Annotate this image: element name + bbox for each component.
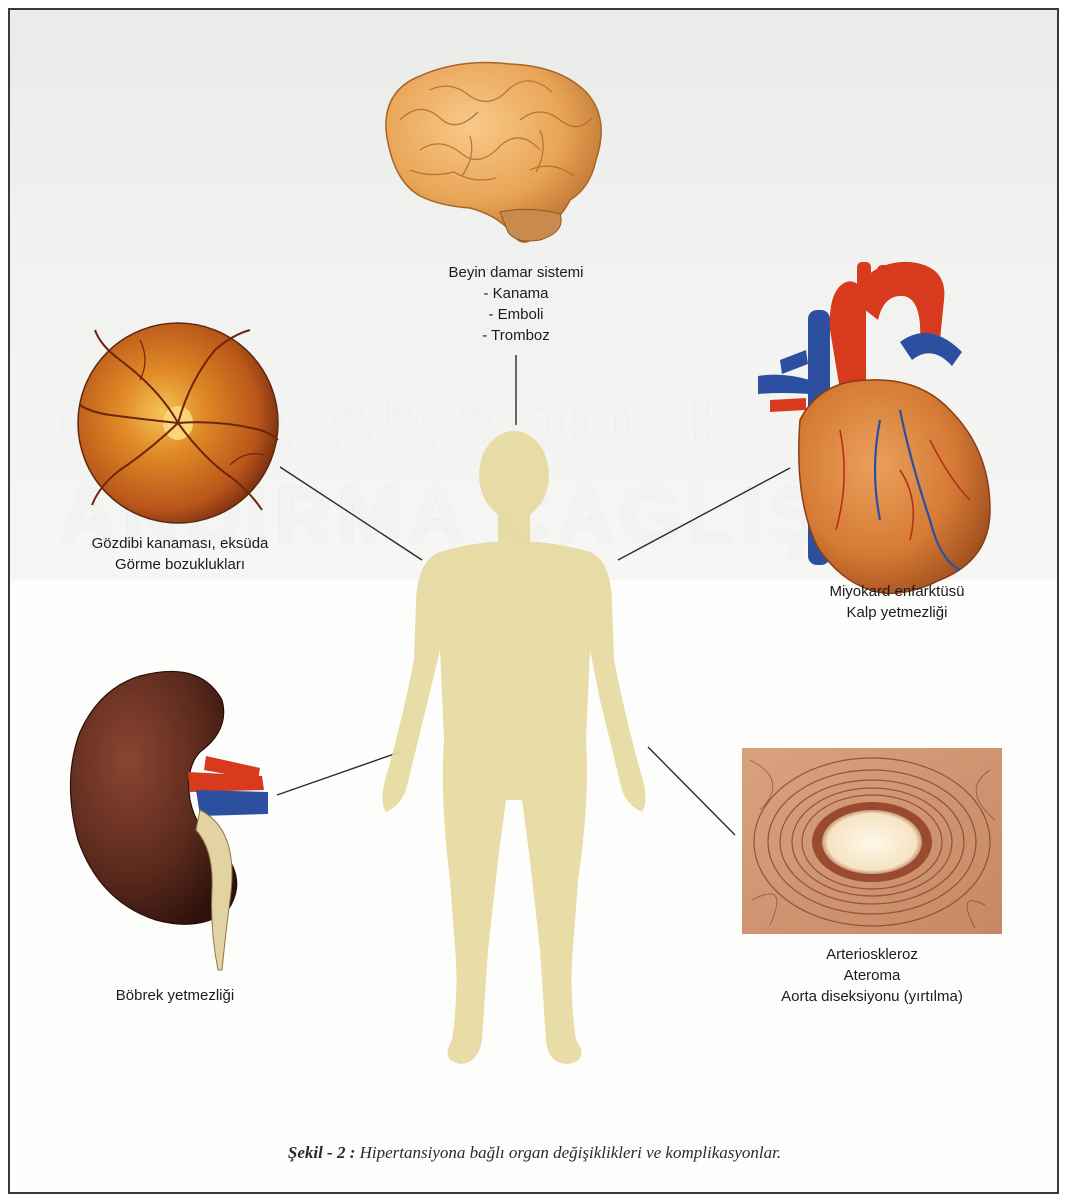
human-body-silhouette [382,431,645,1064]
brain-illustration [386,63,601,243]
connector-heart [618,468,790,560]
kidney-illustration [70,671,268,970]
heart-line-2: Kalp yetmezliği [782,602,1012,623]
heart-line-1: Miyokard enfarktüsü [782,581,1012,602]
brain-item-3: - Tromboz [400,325,632,346]
connector-kidney [277,752,400,795]
caption-text: Hipertansiyona bağlı organ değişiklikler… [360,1143,781,1162]
artery-line-2: Ateroma [742,965,1002,986]
brain-label: Beyin damar sistemi - Kanama - Emboli - … [400,262,632,346]
eye-label: Gözdibi kanaması, eksüda Görme bozuklukl… [50,533,310,575]
eye-line-2: Görme bozuklukları [50,554,310,575]
caption-prefix: Şekil - 2 : [288,1143,356,1162]
connector-artery [648,747,735,835]
brain-item-1: - Kanama [400,283,632,304]
figure-caption: Şekil - 2 : Hipertansiyona bağlı organ d… [0,1143,1069,1163]
kidney-label: Böbrek yetmezliği [80,985,270,1006]
retina-illustration [78,323,278,523]
heart-illustration [758,262,990,593]
heart-label: Miyokard enfarktüsü Kalp yetmezliği [782,581,1012,623]
artery-illustration [742,748,1002,934]
artery-label: Arterioskleroz Ateroma Aorta diseksiyonu… [742,944,1002,1007]
brain-title: Beyin damar sistemi [400,262,632,283]
artery-line-3: Aorta diseksiyonu (yırtılma) [742,986,1002,1007]
brain-item-2: - Emboli [400,304,632,325]
kidney-line-1: Böbrek yetmezliği [80,985,270,1006]
eye-line-1: Gözdibi kanaması, eksüda [50,533,310,554]
artery-line-1: Arterioskleroz [742,944,1002,965]
